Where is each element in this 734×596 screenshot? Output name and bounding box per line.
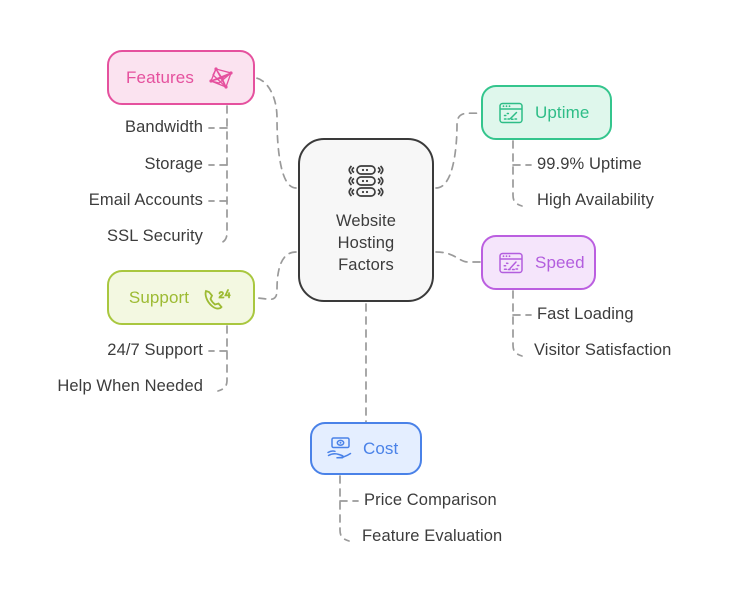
server-stack-icon xyxy=(346,163,386,199)
connector-speed-trunk xyxy=(512,290,523,357)
connector-center-speed xyxy=(435,251,481,263)
branch-node-features[interactable]: Features xyxy=(107,50,255,105)
center-label-line-1: Website xyxy=(335,212,396,231)
center-node[interactable]: Website Hosting Factors xyxy=(298,138,434,302)
branch-node-speed[interactable]: Speed xyxy=(481,235,596,290)
leaf-speed-visitor-satisfaction: Visitor Satisfaction xyxy=(534,341,672,359)
leaf-cost-feature-evaluation: Feature Evaluation xyxy=(362,527,503,545)
branch-label-support: Support xyxy=(128,287,190,307)
branch-label-uptime: Uptime xyxy=(535,102,590,122)
branch-label-features: Features xyxy=(126,67,194,87)
leaf-cost-price-comparison: Price Comparison xyxy=(364,491,497,509)
leaf-features-email-accounts: Email Accounts xyxy=(88,191,203,209)
branch-node-support[interactable]: Support xyxy=(107,270,255,325)
connector-support-trunk xyxy=(217,325,228,392)
leaf-features-ssl-security: SSL Security xyxy=(107,227,203,245)
connector-uptime-trunk xyxy=(512,140,523,207)
center-node-label: Website Hosting Factors xyxy=(336,211,396,277)
network-graph-icon xyxy=(206,64,236,92)
browser-speedometer-icon xyxy=(497,250,525,276)
connector-features-trunk xyxy=(217,105,228,245)
leaf-support-24-7-support: 24/7 Support xyxy=(107,341,203,359)
center-label-line-2: Hosting xyxy=(337,234,395,253)
money-hand-icon xyxy=(325,435,355,463)
branch-label-cost: Cost xyxy=(363,438,399,458)
branch-node-cost[interactable]: Cost xyxy=(310,422,422,475)
leaf-support-help-when-needed: Help When Needed xyxy=(57,377,203,395)
connector-center-features xyxy=(255,77,297,189)
leaf-speed-fast-loading: Fast Loading xyxy=(537,305,634,323)
leaf-features-bandwidth: Bandwidth xyxy=(125,118,203,136)
phone-24-icon xyxy=(201,283,233,313)
branch-node-uptime[interactable]: Uptime xyxy=(481,85,612,140)
leaf-uptime-999-uptime: 99.9% Uptime xyxy=(537,155,642,173)
browser-gauge-icon xyxy=(497,100,525,126)
connector-cost-trunk xyxy=(339,475,350,542)
leaf-features-storage: Storage xyxy=(144,155,203,173)
branch-label-speed: Speed xyxy=(535,252,585,272)
connector-center-uptime xyxy=(435,112,481,189)
leaf-uptime-high-availability: High Availability xyxy=(537,191,654,209)
connector-center-support xyxy=(255,251,297,301)
center-label-line-3: Factors xyxy=(338,255,394,274)
